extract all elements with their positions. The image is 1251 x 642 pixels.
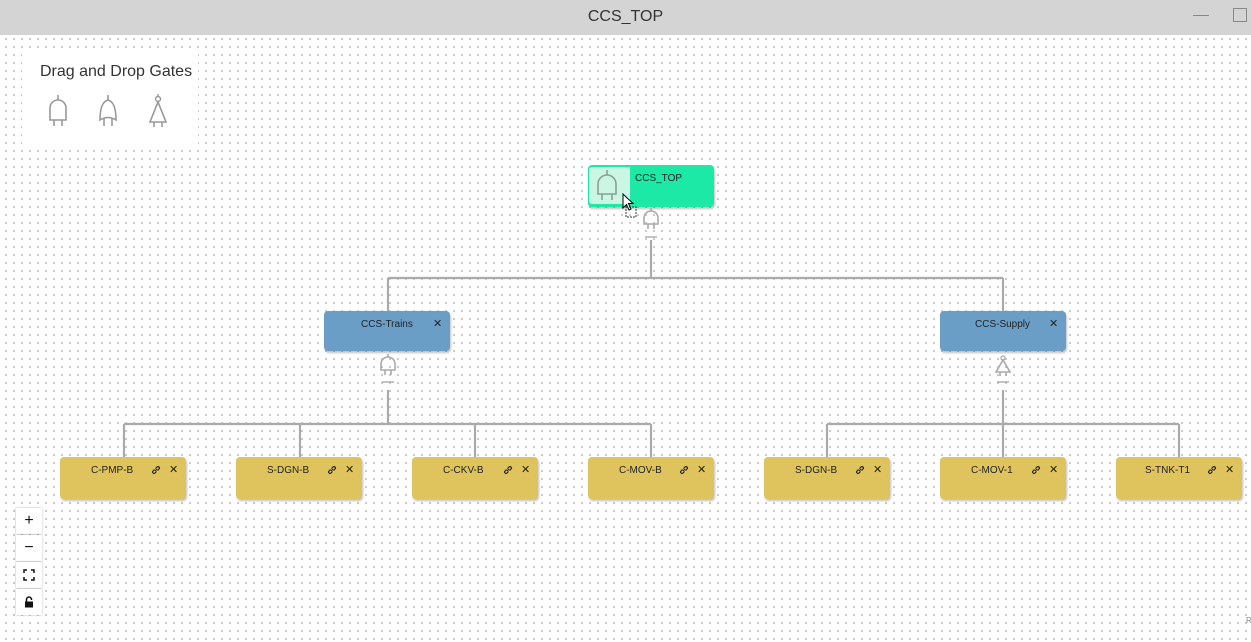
and-gate-icon <box>380 354 396 383</box>
delete-node-button[interactable]: ✕ <box>697 464 707 476</box>
basic-event-node[interactable]: C-PMP-B ✕ <box>60 457 186 499</box>
link-icon[interactable] <box>503 465 513 475</box>
lock-button[interactable] <box>16 589 42 615</box>
delete-node-button[interactable]: ✕ <box>1049 464 1059 476</box>
delete-node-button[interactable]: ✕ <box>433 318 443 330</box>
fit-view-icon <box>23 569 35 581</box>
gate-palette: Drag and Drop Gates <box>22 50 198 146</box>
lock-icon <box>25 596 33 608</box>
drag-cursor-icon <box>622 193 637 218</box>
gate-node-ccs-trains[interactable]: CCS-Trains ✕ <box>324 311 450 351</box>
delete-node-button[interactable]: ✕ <box>345 464 355 476</box>
node-label: C-MOV-B <box>619 465 662 476</box>
basic-event-node[interactable]: C-MOV-1 ✕ <box>940 457 1066 499</box>
node-label: C-PMP-B <box>91 465 134 476</box>
delete-node-button[interactable]: ✕ <box>1049 318 1059 330</box>
link-icon[interactable] <box>327 465 337 475</box>
palette-title: Drag and Drop Gates <box>40 63 193 80</box>
delete-node-button[interactable]: ✕ <box>873 464 883 476</box>
maximize-button[interactable] <box>1233 8 1247 22</box>
delete-node-button[interactable]: ✕ <box>521 464 531 476</box>
link-icon[interactable] <box>1031 465 1041 475</box>
delete-node-button[interactable]: ✕ <box>1225 464 1235 476</box>
delete-node-button[interactable]: ✕ <box>169 464 179 476</box>
link-icon[interactable] <box>151 465 161 475</box>
window-title: CCS_TOP <box>587 8 664 25</box>
node-label: S-DGN-B <box>795 465 838 476</box>
node-label: C-MOV-1 <box>971 465 1013 476</box>
basic-event-node[interactable]: C-CKV-B ✕ <box>412 457 538 499</box>
basic-event-node[interactable]: C-MOV-B ✕ <box>588 457 714 499</box>
vote-gate-icon[interactable] <box>146 94 170 128</box>
fit-view-button[interactable] <box>16 562 42 588</box>
zoom-in-button[interactable]: + <box>16 508 42 534</box>
link-icon[interactable] <box>1207 465 1217 475</box>
node-label: S-TNK-T1 <box>1145 465 1190 476</box>
link-icon[interactable] <box>855 465 865 475</box>
and-gate-icon[interactable] <box>46 94 70 128</box>
window-titlebar: CCS_TOP <box>0 0 1251 35</box>
node-label: CCS-Trains <box>361 319 413 330</box>
and-gate-icon <box>597 170 617 200</box>
node-label: CCS_TOP <box>635 173 683 184</box>
basic-event-node[interactable]: S-TNK-T1 ✕ <box>1116 457 1242 499</box>
vote-gate-icon <box>994 355 1012 383</box>
node-label: S-DGN-B <box>267 465 310 476</box>
and-gate-icon <box>643 208 659 238</box>
node-label: CCS-Supply <box>975 319 1031 330</box>
node-label: C-CKV-B <box>443 465 484 476</box>
minimize-button[interactable] <box>1193 15 1209 16</box>
basic-event-node[interactable]: S-DGN-B ✕ <box>764 457 890 499</box>
link-icon[interactable] <box>679 465 689 475</box>
top-event-node[interactable]: CCS_TOP <box>588 165 714 207</box>
basic-event-node[interactable]: S-DGN-B ✕ <box>236 457 362 499</box>
zoom-out-button[interactable]: − <box>16 535 42 561</box>
or-gate-icon[interactable] <box>96 94 120 128</box>
gate-node-ccs-supply[interactable]: CCS-Supply ✕ <box>940 311 1066 351</box>
attribution-link[interactable]: R <box>1246 616 1251 625</box>
